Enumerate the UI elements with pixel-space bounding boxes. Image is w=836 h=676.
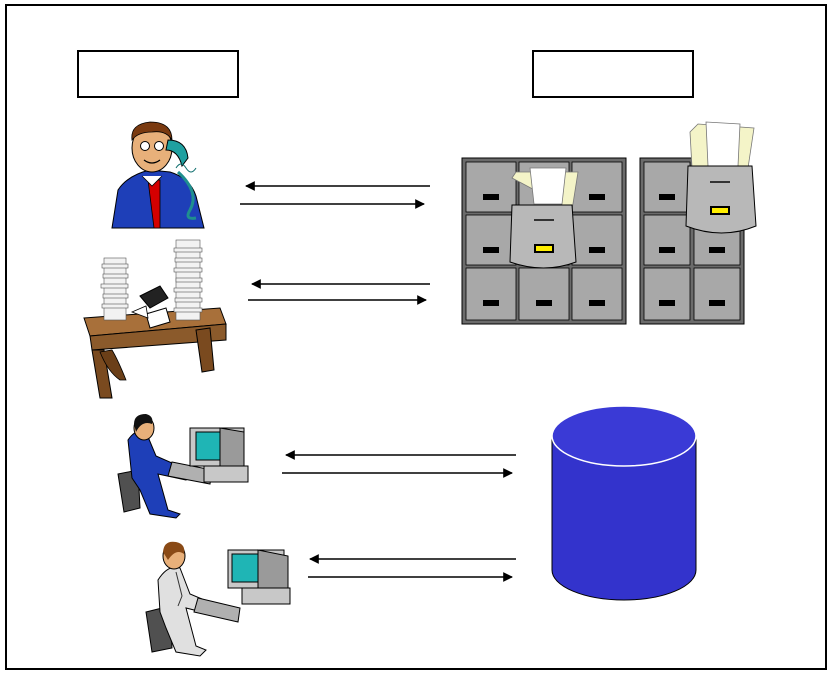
- woman-at-computer-icon: [117, 414, 249, 519]
- left-label-box: [77, 50, 239, 98]
- filing-cabinets-icon: [461, 121, 757, 325]
- man-at-computer-icon: [145, 541, 291, 657]
- person-on-phone-icon: [111, 121, 205, 229]
- paper-desk-icon: [83, 239, 227, 399]
- right-label-box: [532, 50, 694, 98]
- database-cylinder-icon: [551, 405, 697, 601]
